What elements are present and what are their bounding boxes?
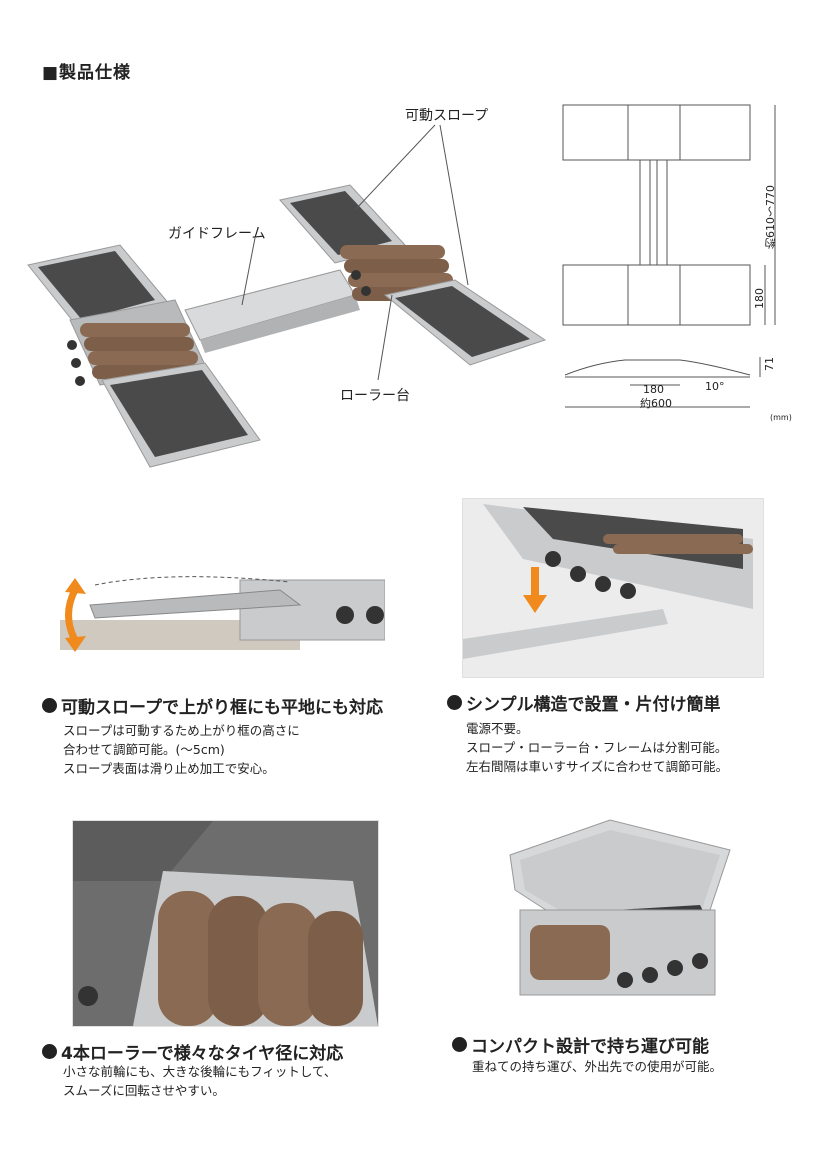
feature-1-photo [50, 560, 385, 660]
length-dimension: 約600 [640, 397, 672, 410]
callout-roller: ローラー台 [340, 388, 410, 404]
feature-3-body: 小さな前輪にも、大きな後輪にもフィットして、 スムーズに回転させやすい。 [63, 1064, 337, 1098]
slope-adjust-illustration [60, 576, 385, 652]
feature-2-photo [462, 498, 764, 678]
dimension-svg [562, 104, 776, 408]
roller-closeup [73, 821, 378, 1026]
feature-2-title: シンプル構造で設置・片付け簡単 [447, 690, 721, 715]
feature-1-title: 可動スロープで上がり框にも平地にも対応 [42, 693, 383, 718]
feature-1-body: スロープは可動するため上がり框の高さに 合わせて調節可能。(～5cm) スロープ… [63, 723, 300, 776]
width-dimension: 約610～770 [764, 185, 777, 249]
unit-label: (mm) [770, 413, 792, 422]
feature-4-photo [490, 795, 740, 1020]
bullet-icon [42, 1044, 57, 1059]
feature-4-body: 重ねての持ち運び、外出先での使用が可能。 [472, 1059, 723, 1074]
feature-3-photo [72, 820, 379, 1027]
callout-guide-frame: ガイドフレーム [168, 226, 266, 242]
bullet-icon [447, 695, 462, 710]
roller-dimension: 180 [643, 383, 664, 396]
section-title: ■製品仕様 [42, 63, 132, 83]
setup-illustration [463, 499, 763, 677]
feature-3-title: 4本ローラーで様々なタイヤ径に対応 [42, 1039, 343, 1064]
callout-slope: 可動スロープ [405, 108, 489, 124]
height-dimension: 71 [763, 357, 776, 371]
feature-4-title: コンパクト設計で持ち運び可能 [452, 1032, 709, 1057]
angle-dimension: 10° [705, 380, 725, 393]
bullet-icon [42, 698, 57, 713]
compact-stack-illustration [509, 819, 731, 996]
product-illustration [27, 124, 547, 468]
bullet-icon [452, 1037, 467, 1052]
main-product-figure: 可動スロープ ガイドフレーム ローラー台 [10, 95, 550, 495]
dimension-drawing: 約610～770 180 71 180 10° 約600 (mm) [555, 95, 805, 425]
feature-2-body: 電源不要。 スロープ・ローラー台・フレームは分割可能。 左右間隔は車いすサイズに… [466, 721, 729, 774]
depth-dimension: 180 [753, 288, 766, 309]
